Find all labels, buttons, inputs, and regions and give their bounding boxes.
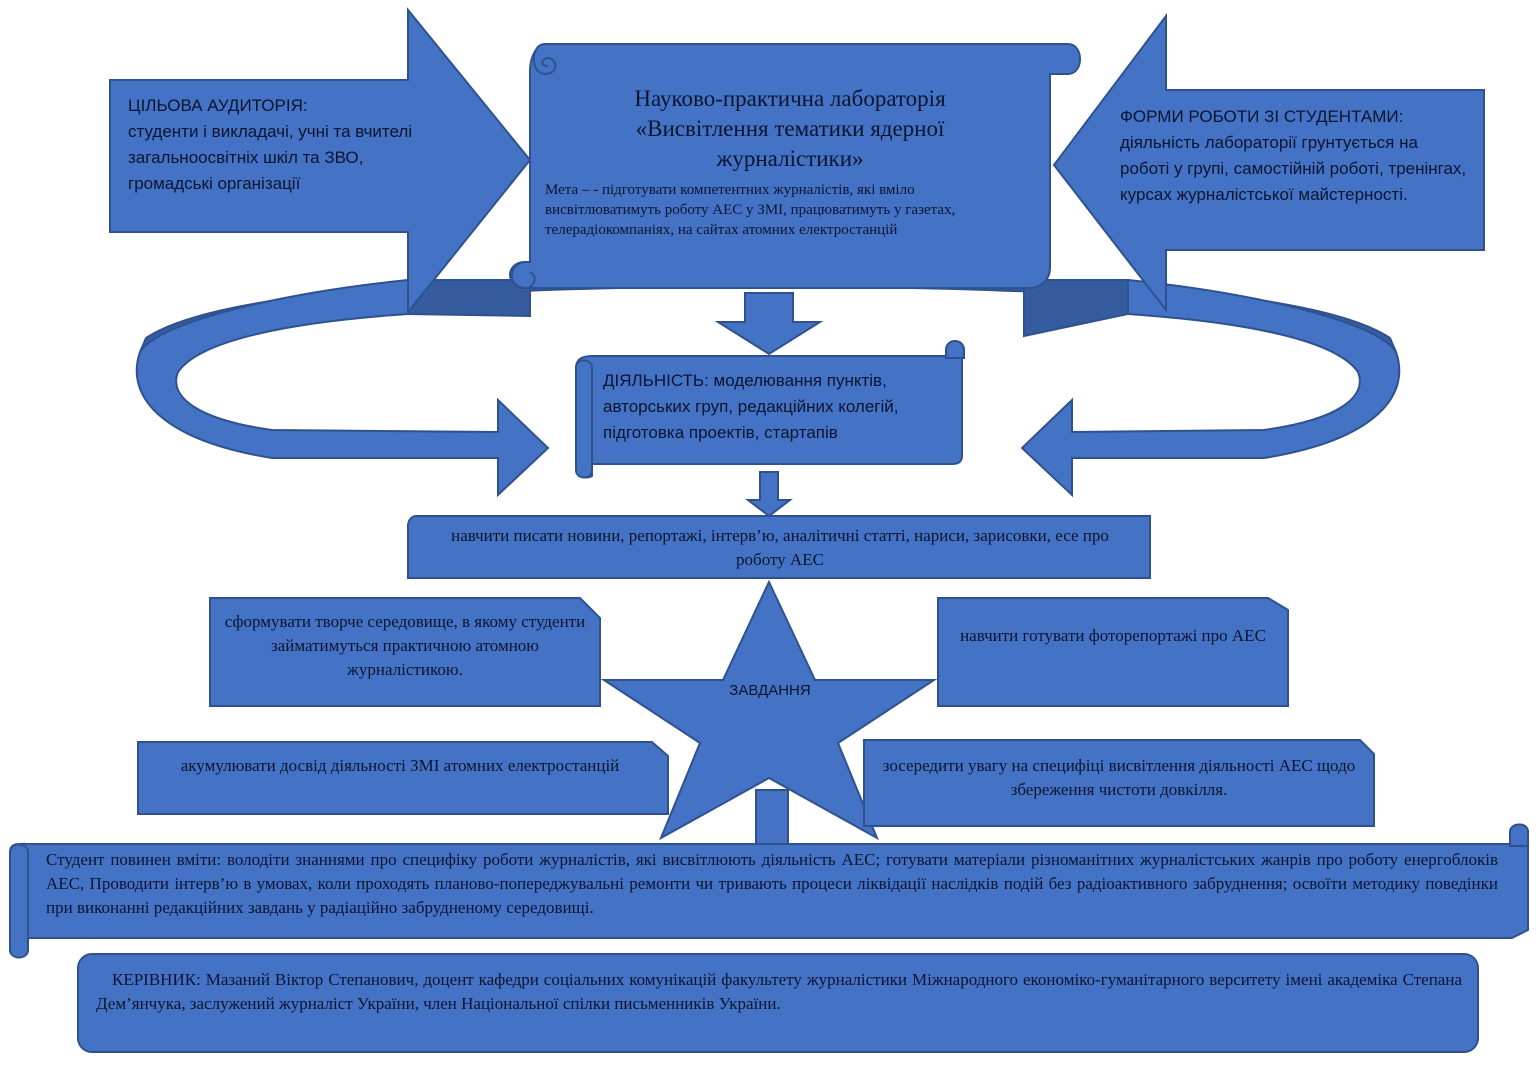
work-forms-body: діяльність лабораторії грунтується на ро… <box>1120 133 1467 204</box>
ring-band-right-inner <box>1023 279 1129 338</box>
creative-env-box <box>209 597 601 707</box>
work-forms-heading: ФОРМИ РОБОТИ ЗІ СТУДЕНТАМИ: <box>1120 107 1404 126</box>
lab-scroll <box>509 43 1081 289</box>
lab-goal: Мета – - підготувати компетентних журнал… <box>545 182 956 238</box>
focus-box <box>863 739 1375 827</box>
down-arrow-1 <box>714 292 824 356</box>
lab-title: Науково-практична лабораторія «Висвітлен… <box>570 84 1010 174</box>
tasks-star <box>600 579 938 841</box>
lab-scroll-curl-bottom <box>510 261 536 290</box>
teach-writing-box <box>407 515 1151 579</box>
activity-text: ДІЯЛЬНІСТЬ: моделювання пунктів, авторсь… <box>603 371 899 442</box>
head-text: КЕРІВНИК: Мазаний Віктор Степанович, доц… <box>96 970 1462 1013</box>
target-audience-body: студенти і викладачі, учні та вчителі за… <box>128 122 413 193</box>
student-scroll-curl-right <box>1509 823 1529 847</box>
photo-text: навчити готувати фоторепортажі про АЕС <box>960 626 1266 645</box>
tasks-label: ЗАВДАННЯ <box>729 682 811 699</box>
accumulate-text: акумулювати досвід діяльності ЗМІ атомни… <box>180 756 620 775</box>
work-forms-arrow <box>1052 13 1485 313</box>
teach-writing-text: навчити писати новини, репортажі, інтерв… <box>451 526 1109 569</box>
activity-scroll-curl-left <box>575 359 593 479</box>
ring-right-arrow <box>1020 278 1401 498</box>
down-arrow-2 <box>745 471 793 518</box>
student-scroll-curl-left <box>9 843 29 959</box>
accumulate-box <box>137 741 669 815</box>
target-audience-arrow <box>109 7 532 315</box>
head-box <box>77 953 1479 1053</box>
lab-title-line1: Науково-практична лабораторія <box>634 86 946 111</box>
student-text: Студент повинен вміти: володіти знаннями… <box>46 850 1498 917</box>
lab-scroll-curl-top <box>532 43 557 76</box>
ring-left-arrow <box>135 278 550 498</box>
focus-text: зосередити увагу на специфіці висвітленн… <box>882 756 1356 799</box>
photo-box <box>937 597 1289 707</box>
lab-title-line2: «Висвітлення тематики ядерної журналісти… <box>635 116 945 171</box>
target-audience-heading: ЦІЛЬОВА АУДИТОРІЯ: <box>128 96 308 115</box>
work-forms-text: ФОРМИ РОБОТИ ЗІ СТУДЕНТАМИ: діяльність л… <box>1120 104 1468 208</box>
star-stem <box>755 789 789 847</box>
activity-scroll-curl-right <box>945 340 965 359</box>
target-audience-text: ЦІЛЬОВА АУДИТОРІЯ: студенти і викладачі,… <box>128 93 420 197</box>
creative-env-text: сформувати творче середовище, в якому ст… <box>224 612 586 679</box>
